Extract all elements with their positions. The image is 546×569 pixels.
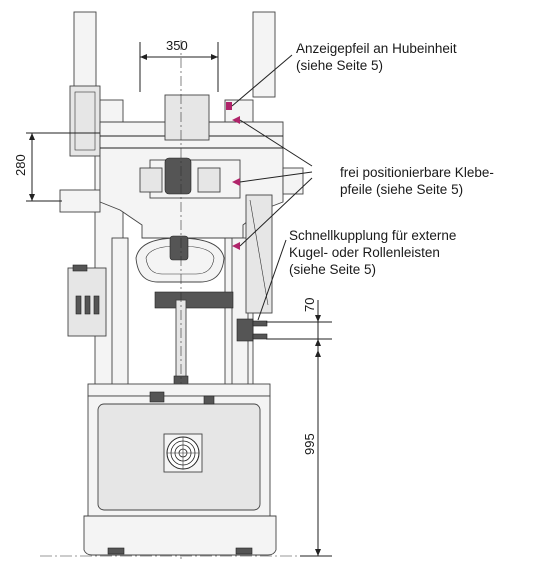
sticker-arrow-1 [232,116,240,124]
dimension-350-label: 350 [166,38,188,53]
callout-coupling-line1: Schnellkupplung für externe [289,228,456,243]
callout-lift-arrow-line1: Anzeigepfeil an Hubeinheit [296,41,457,56]
lift-carriage [99,94,304,239]
callout-sticker-line2: pfeile (siehe Seite 5) [340,182,463,197]
lift-arrow-marker [226,102,232,110]
callout-sticker-line1: frei positionierbare Klebe- [340,165,494,180]
sticker-arrow-3 [232,242,240,250]
callout-sticker-arrows: frei positionierbare Klebe- pfeile (sieh… [340,165,494,197]
callout-coupling-line3: (siehe Seite 5) [289,262,376,277]
callout-quick-coupling: Schnellkupplung für externe Kugel- oder … [289,228,456,277]
dimension-995-label: 995 [302,433,317,455]
callout-lift-arrow-line2: (siehe Seite 5) [296,58,383,73]
lower-legs [111,194,273,389]
dimension-70-label: 70 [302,298,317,312]
dimension-280: 280 [13,132,100,202]
base-skirt [83,515,277,556]
left-side-bracket [59,85,107,337]
callout-lift-arrow: Anzeigepfeil an Hubeinheit (siehe Seite … [296,41,457,73]
dimension-995: 995 [300,350,332,557]
steering-handle [135,235,234,397]
callout-coupling-line2: Kugel- oder Rollenleisten [289,245,440,260]
dimension-280-label: 280 [13,154,28,176]
quick-coupling [236,318,268,342]
leader-lines [231,54,313,321]
sticker-arrow-2 [232,178,240,186]
dimension-70: 70 [266,298,332,350]
fan-icon [163,433,203,473]
dimension-350: 350 [139,38,219,92]
